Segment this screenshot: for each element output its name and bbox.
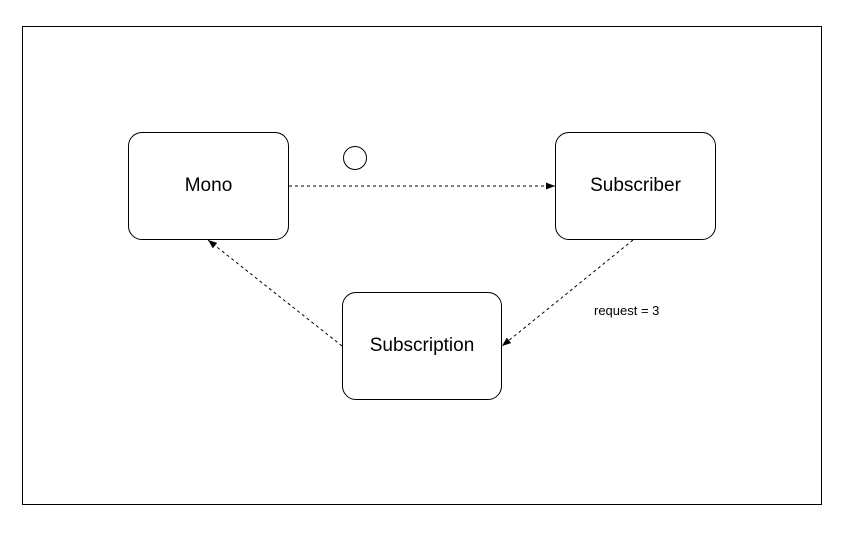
node-subscriber: Subscriber xyxy=(555,132,716,240)
node-mono: Mono xyxy=(128,132,289,240)
node-subscriber-label: Subscriber xyxy=(590,175,681,196)
node-subscription-label: Subscription xyxy=(369,335,475,356)
node-subscription: Subscription xyxy=(342,292,502,400)
diagram-frame xyxy=(22,26,822,505)
node-mono-label: Mono xyxy=(184,175,233,196)
edge-label-request: request = 3 xyxy=(594,303,660,318)
signal-circle-icon xyxy=(343,146,367,170)
edge-subscriber-to-subscription xyxy=(501,239,634,347)
edge-subscription-to-mono xyxy=(207,239,343,347)
